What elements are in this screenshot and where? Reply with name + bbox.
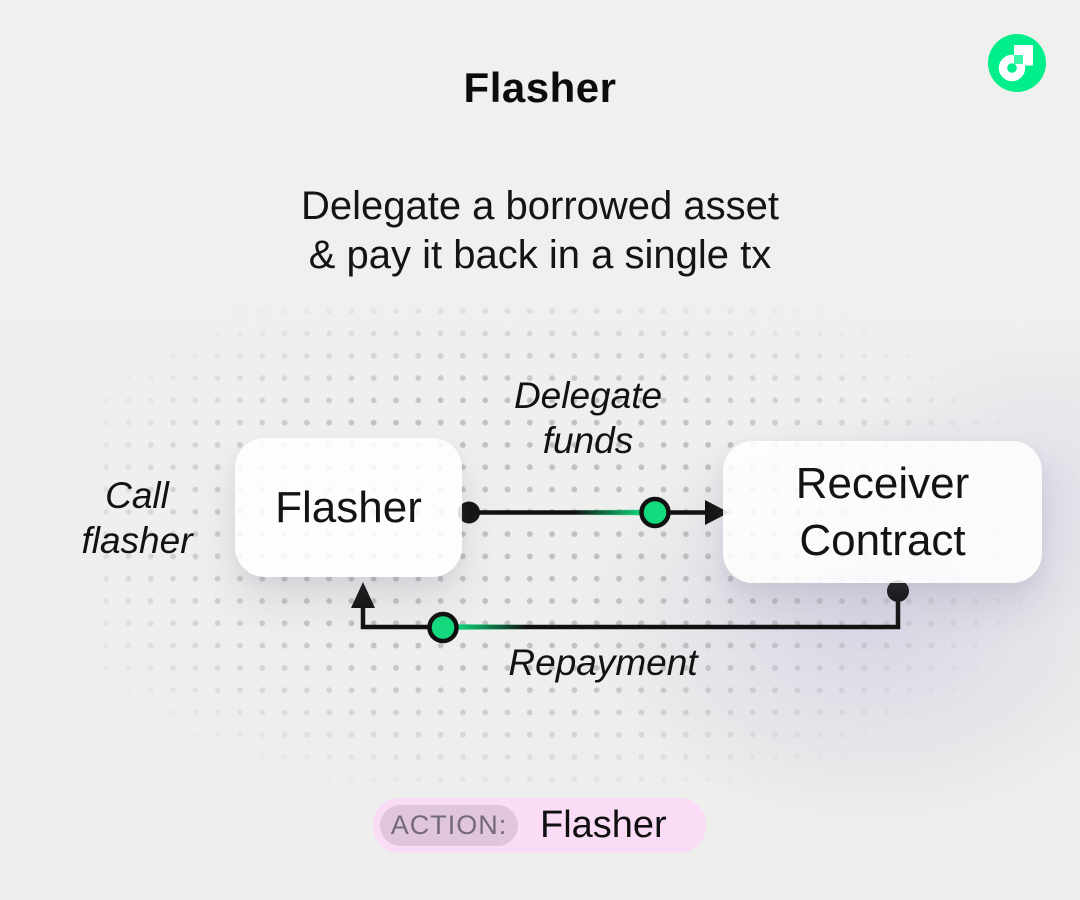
flasher-node-box: Flasher	[235, 438, 462, 577]
receiver-contract-node-box: Receiver Contract	[723, 441, 1042, 583]
call-flasher-label-line-1: Call	[105, 475, 169, 516]
subtitle-line-1: Delegate a borrowed asset	[300, 184, 780, 228]
receiver-node-label-line-1: Receiver	[795, 459, 970, 508]
action-badge-pill: ACTION:	[380, 805, 518, 846]
delegate-funds-label-line-2: funds	[542, 420, 634, 461]
delegate-funds-label: Delegate funds	[468, 373, 708, 463]
flow-logo-icon	[988, 34, 1046, 92]
repayment-label: Repayment	[508, 642, 698, 683]
call-flasher-label: Call flasher	[42, 473, 232, 563]
action-badge: ACTION: Flasher	[373, 798, 706, 853]
flasher-node-label: Flasher	[275, 483, 422, 532]
page-subtitle: Delegate a borrowed asset & pay it back …	[0, 182, 1080, 280]
page-title: Flasher	[463, 64, 617, 111]
action-badge-value: Flasher	[540, 804, 667, 846]
subtitle-line-2: & pay it back in a single tx	[308, 233, 772, 277]
action-badge-label: ACTION:	[390, 810, 508, 840]
call-flasher-label-line-2: flasher	[81, 520, 193, 561]
delegate-funds-label-line-1: Delegate	[513, 375, 663, 416]
receiver-node-label-line-2: Contract	[799, 516, 966, 565]
